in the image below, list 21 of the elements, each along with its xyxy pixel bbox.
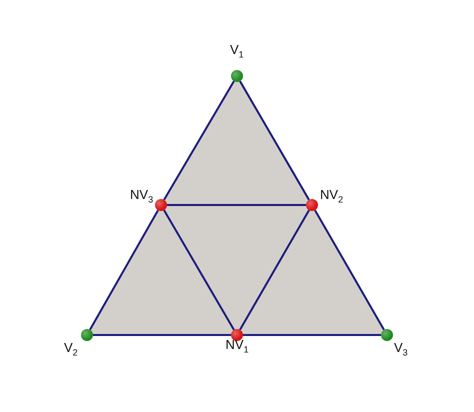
vertex-point (81, 329, 93, 341)
vertex-label: NV$_{2}$ (320, 186, 344, 206)
vertex-point (306, 199, 318, 211)
vertex-label: V$_{3}$ (394, 340, 408, 360)
edge-line (163, 80, 235, 200)
vertex-point (155, 199, 167, 211)
edge-line (239, 80, 310, 200)
vertex-label: NV$_{1}$ (226, 336, 249, 356)
edge-line (93, 334, 231, 336)
vertex-label: NV$_{3}$ (130, 186, 154, 206)
edge-line (314, 210, 385, 330)
vertex-label: V$_{1}$ (230, 42, 244, 62)
edge-line (167, 204, 306, 206)
edge-line (89, 210, 159, 330)
vertex-point (231, 329, 243, 341)
vertex-point (381, 329, 393, 341)
edge-line (163, 210, 235, 330)
vertex-label: V$_{2}$ (64, 340, 78, 360)
edge-line (243, 334, 381, 336)
vertex-point (231, 70, 243, 82)
edge-line (239, 210, 310, 330)
